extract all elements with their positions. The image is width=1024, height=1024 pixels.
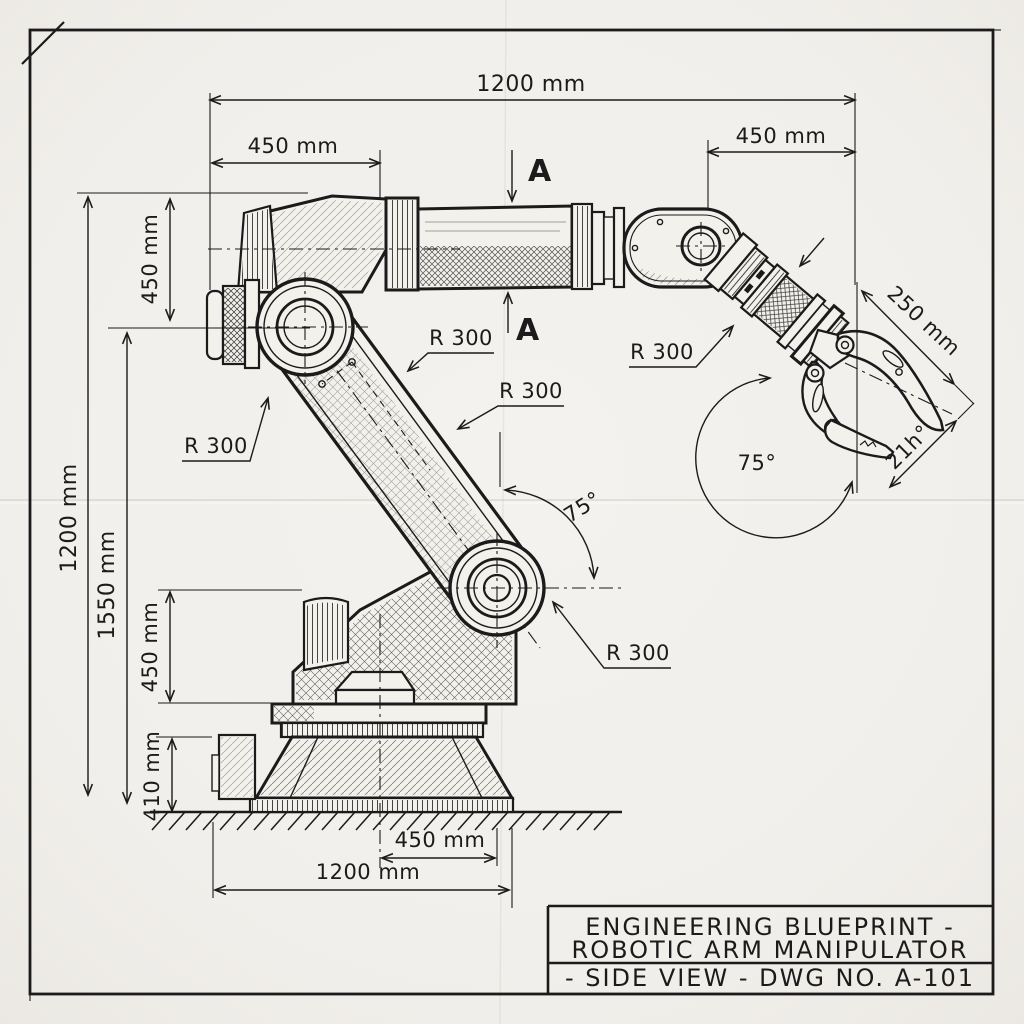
- radius-shoulder-label: R 300: [184, 434, 248, 458]
- radius-lower-link: R 300: [456, 379, 564, 431]
- dim-elbow-angle-label: 75°: [560, 487, 606, 528]
- gripper-lower-pivot: [805, 363, 825, 383]
- dim-left-base-label: 410 mm: [140, 731, 164, 822]
- dim-left-lower-segment: 450 mm: [138, 589, 176, 704]
- shoulder-motor-cap: [205, 289, 225, 361]
- upper-arm: [208, 196, 626, 292]
- radius-shoulder: R 300: [182, 395, 270, 462]
- radius-upper-link-label: R 300: [429, 326, 493, 350]
- radius-lower-link-label: R 300: [499, 379, 563, 403]
- wrist-pointer-arrow: [798, 237, 825, 268]
- corner-diagonal-mark: [21, 21, 65, 65]
- dim-top-left-label: 450 mm: [248, 134, 339, 158]
- dim-top-right: 450 mm: [705, 124, 858, 158]
- dim-top-overall-label: 1200 mm: [476, 72, 585, 97]
- dim-left-upper-label: 450 mm: [138, 214, 162, 305]
- dim-bottom-overall: 1200 mm: [212, 860, 512, 896]
- radius-elbow-label: R 300: [606, 641, 670, 665]
- dim-left-total-height: 1550 mm: [95, 330, 133, 806]
- radius-elbow: R 300: [551, 600, 671, 669]
- dim-left-base-height: 410 mm: [140, 731, 178, 822]
- gripper-fingertip: [824, 418, 895, 460]
- dim-wrist-angle: 75°: [695, 373, 854, 539]
- extension-lines: [77, 93, 975, 908]
- dim-left-overall-label: 1200 mm: [57, 463, 82, 572]
- section-bottom-label: A: [516, 313, 540, 348]
- radius-wrist-label: R 300: [630, 340, 694, 364]
- section-marker-top: A: [506, 150, 552, 204]
- dim-left-lower-label: 450 mm: [138, 602, 162, 693]
- shoulder-housing: [205, 194, 388, 370]
- dim-bottom-overall-label: 1200 mm: [316, 860, 421, 884]
- dim-top-overall: 1200 mm: [207, 72, 858, 106]
- title-line2: ROBOTIC ARM MANIPULATOR: [572, 936, 969, 964]
- section-marker-bottom: A: [502, 290, 540, 348]
- section-top-label: A: [528, 154, 552, 189]
- dim-gripper-angle-label: 21h°: [881, 420, 935, 474]
- frame-border: [21, 21, 1001, 1001]
- dim-left-upper-segment: 450 mm: [138, 196, 176, 323]
- dim-left-overall: 1200 mm: [57, 194, 94, 798]
- dim-wrist-angle-label: 75°: [738, 451, 777, 475]
- wrist-housing: [622, 207, 744, 289]
- ground-hatching: [150, 810, 622, 831]
- dim-gripper-angle: 21h°: [881, 419, 958, 489]
- gripper-upper-pivot: [835, 335, 855, 355]
- dim-bottom-inner-label: 450 mm: [395, 828, 486, 852]
- shoulder-joint: [248, 272, 368, 384]
- dim-left-total-label: 1550 mm: [95, 530, 120, 639]
- title-line1: ENGINEERING BLUEPRINT -: [585, 913, 955, 941]
- radius-wrist: R 300: [629, 324, 735, 368]
- title-line3: - SIDE VIEW - DWG NO. A-101: [565, 964, 975, 992]
- title-block: ENGINEERING BLUEPRINT - ROBOTIC ARM MANI…: [546, 904, 993, 994]
- dim-bottom-inner: 450 mm: [379, 828, 498, 864]
- radius-upper-link: R 300: [406, 326, 494, 373]
- dim-top-left: 450 mm: [209, 134, 383, 169]
- dim-top-right-label: 450 mm: [736, 124, 827, 148]
